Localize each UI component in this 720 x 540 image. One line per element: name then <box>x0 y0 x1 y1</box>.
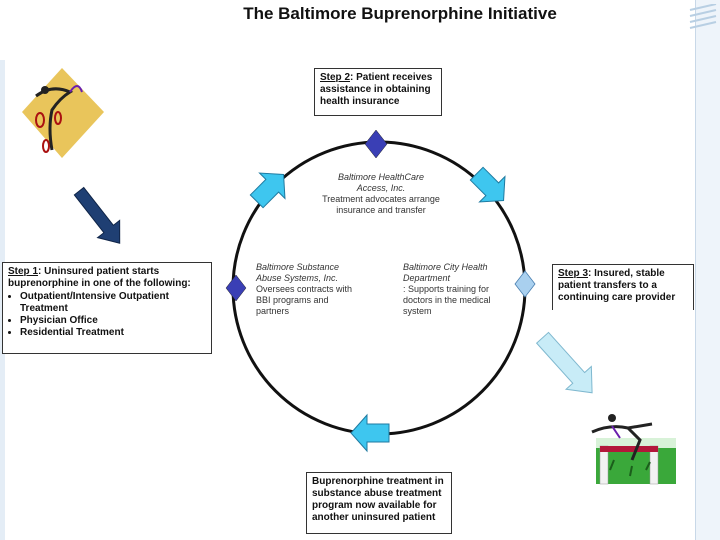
corner-stripes-icon <box>689 4 717 29</box>
bottom-arrow-icon <box>350 413 390 453</box>
step1-item-outpatient: Outpatient/Intensive Outpatient Treatmen… <box>20 291 206 315</box>
pale-down-arrow-icon <box>535 331 593 394</box>
page-title: The Baltimore Buprenorphine Initiative <box>243 4 557 23</box>
health-department-desc: : Supports training for doctors in the m… <box>403 284 491 316</box>
healthcare-access-desc: Treatment advocates arrange insurance an… <box>322 194 440 215</box>
substance-abuse-systems-label: Baltimore Substance Abuse Systems, Inc. … <box>256 262 356 317</box>
substance-abuse-systems-name: Baltimore Substance Abuse Systems, Inc. <box>256 262 340 283</box>
top-diamond-icon <box>364 129 388 159</box>
dancer-logo-icon <box>22 68 104 158</box>
health-department-name: Baltimore City Health Department <box>403 262 488 283</box>
bottom-box: Buprenorphine treatment in substance abu… <box>306 472 452 534</box>
step1-item-residential: Residential Treatment <box>20 327 206 339</box>
step1-label: Step 1 <box>8 266 39 277</box>
left-diamond-icon <box>225 274 247 302</box>
step2-label: Step 2 <box>320 72 351 83</box>
upper-left-arrow-icon <box>249 172 286 209</box>
right-edge-strip <box>695 0 720 540</box>
step3-text: : Insured, stable patient transfers to a… <box>558 268 676 303</box>
healthcare-access-label: Baltimore HealthCare Access, Inc. Treatm… <box>322 172 440 216</box>
navy-down-arrow-icon <box>73 186 121 244</box>
step2-box: Step 2: Patient receives assistance in o… <box>314 68 442 116</box>
step1-item-physician: Physician Office <box>20 315 206 327</box>
step3-box: Step 3: Insured, stable patient transfer… <box>552 264 694 310</box>
health-department-label: Baltimore City Health Department : Suppo… <box>403 262 515 317</box>
hurdler-icon <box>591 414 676 485</box>
step1-list: Outpatient/Intensive Outpatient Treatmen… <box>8 291 206 339</box>
healthcare-access-name: Baltimore HealthCare Access, Inc. <box>337 172 425 193</box>
right-diamond-icon <box>514 270 536 298</box>
step3-label: Step 3 <box>558 268 589 279</box>
substance-abuse-systems-desc: Oversees contracts with BBI programs and… <box>256 284 353 316</box>
step1-box: Step 1: Uninsured patient starts bupreno… <box>2 262 212 354</box>
upper-right-arrow-icon <box>469 166 506 203</box>
step1-text: : Uninsured patient starts buprenorphine… <box>8 266 191 289</box>
bottom-box-text: Buprenorphine treatment in substance abu… <box>312 476 444 523</box>
step2-text: : Patient receives assistance in obtaini… <box>320 72 433 107</box>
